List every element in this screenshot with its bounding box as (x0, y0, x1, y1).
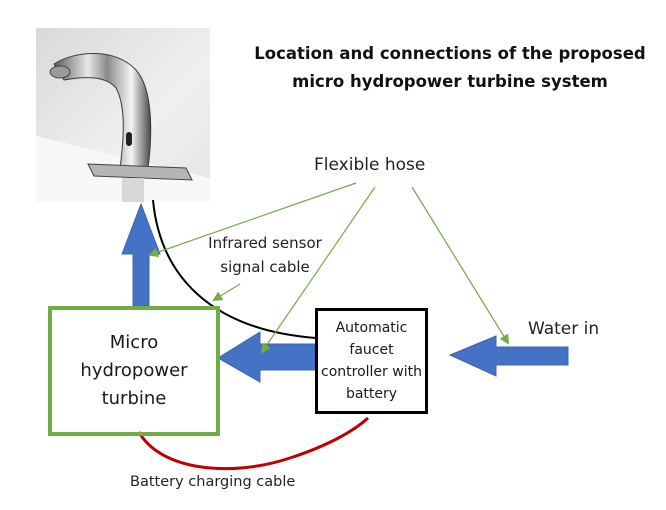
faucet-illustration (36, 28, 210, 202)
battery-charging-cable-label: Battery charging cable (130, 474, 296, 490)
faucet-aerator (49, 65, 71, 79)
battery-charging-cable (137, 416, 370, 471)
water-to-faucet-arrow (121, 202, 161, 307)
infrared-signal-cable (152, 199, 317, 339)
flexible-hose-label: Flexible hose (314, 155, 426, 175)
faucet-reflection (122, 178, 144, 202)
water-to-turbine-arrow (217, 331, 316, 383)
controller-label-line-2: faucet (349, 342, 394, 358)
infrared-sensor-label: Infrared sensor signal cable (200, 231, 330, 279)
faucet-controller-box: Automatic faucet controller with battery (315, 308, 428, 414)
diagram-title: Location and connections of the proposed… (240, 40, 660, 96)
title-line-1: Location and connections of the proposed (254, 44, 646, 63)
water-in-arrow (448, 335, 569, 377)
water-in-label: Water in (528, 319, 600, 339)
turbine-label-line-3: turbine (101, 388, 167, 409)
sensor-cable-pointer (212, 283, 241, 302)
hose-pointer-water-in (411, 186, 510, 345)
hose-pointer-turbine-inlet (260, 186, 376, 354)
hose-pointer-faucet-arrow (148, 182, 357, 258)
infrared-sensor-label-line-2: signal cable (220, 258, 310, 276)
turbine-label-line-2: hydropower (80, 360, 188, 381)
infrared-sensor-label-line-1: Infrared sensor (208, 234, 322, 252)
micro-hydropower-turbine-box: Micro hydropower turbine (48, 306, 220, 436)
controller-label-line-1: Automatic (335, 320, 408, 336)
infrared-sensor-window (126, 132, 132, 146)
deck-plate (87, 163, 193, 181)
faucet-photo (36, 28, 210, 202)
controller-label-line-4: battery (345, 386, 398, 402)
controller-label-line-3: controller with (321, 364, 422, 380)
turbine-label-line-1: Micro (109, 332, 159, 353)
title-line-2: micro hydropower turbine system (292, 72, 608, 91)
